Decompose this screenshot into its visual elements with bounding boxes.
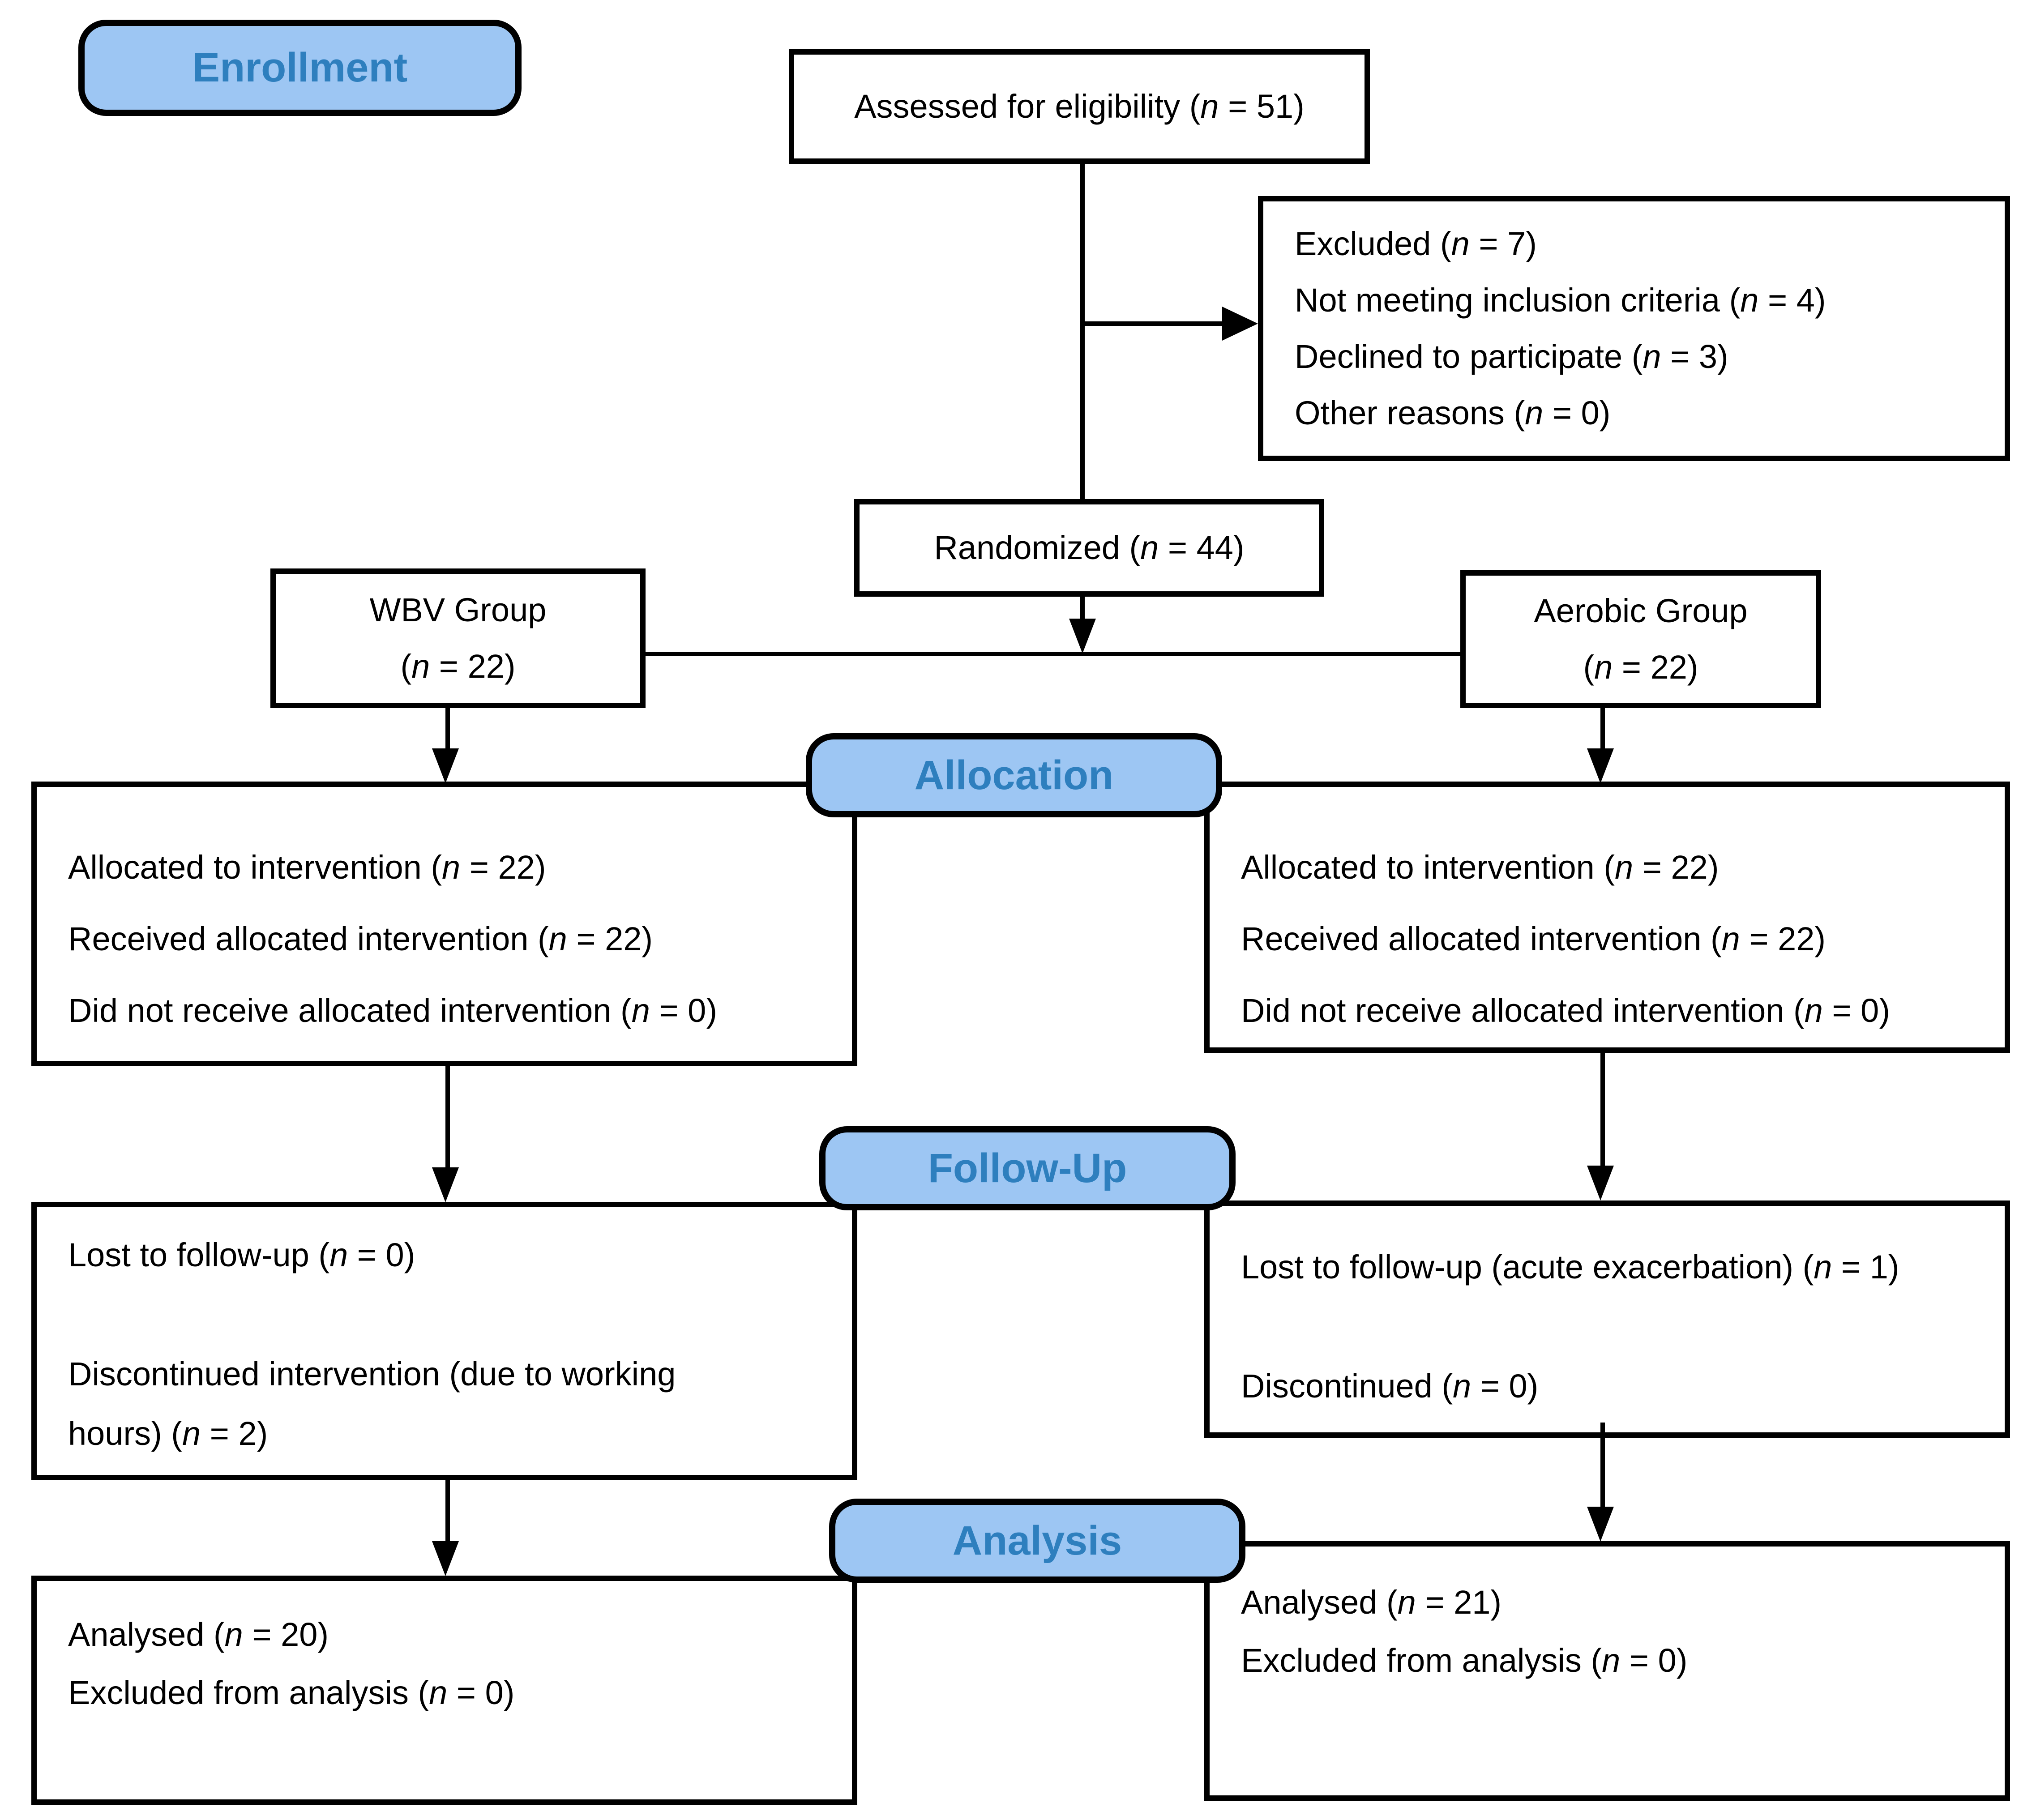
wbv-group-name: WBV Group [369,591,547,629]
aerobic-allocation-line: Received allocated intervention (n = 22) [1241,920,1826,957]
box-assessed-eligibility: Assessed for eligibility (n = 51) [789,49,1370,164]
aerobic-analysis-line: Excluded from analysis (n = 0) [1241,1642,1688,1679]
aerobic-allocation-line: Did not receive allocated intervention (… [1241,991,1890,1029]
line-assessed-to-randomized [1080,164,1085,499]
box-randomized: Randomized (n = 44) [854,499,1324,597]
box-wbv-group: WBV Group (n = 22) [270,568,646,708]
aerobic-group-n: (n = 22) [1583,649,1698,686]
excluded-line: Excluded (n = 7) [1295,225,1537,263]
box-aerobic-allocation: Allocated to intervention (n = 22) Recei… [1204,782,2010,1053]
aerobic-analysis-line: Analysed (n = 21) [1241,1584,1502,1621]
box-aerobic-analysis: Analysed (n = 21) Excluded from analysis… [1204,1541,2010,1801]
arrowhead-wbv-followup [432,1167,459,1202]
line-randomized-down [1080,597,1085,621]
excluded-line: Other reasons (n = 0) [1295,394,1611,432]
aerobic-followup-line: Lost to follow-up (acute exacerbation) (… [1241,1248,1899,1286]
box-excluded: Excluded (n = 7) Not meeting inclusion c… [1258,196,2010,461]
followup-spacer [1241,1297,1987,1356]
line-aerobic-to-analysis [1600,1423,1605,1508]
arrowhead-wbv-analysis [432,1541,459,1576]
aerobic-followup-line: Discontinued (n = 0) [1241,1367,1539,1405]
stage-pill-analysis: Analysis [829,1499,1245,1583]
stage-pill-allocation: Allocation [806,733,1222,817]
wbv-followup-line: Discontinued intervention (due to workin… [68,1355,676,1453]
arrowhead-randomized-split [1069,619,1096,654]
stage-pill-followup: Follow-Up [819,1126,1236,1210]
line-wbv-to-allocation [445,708,450,748]
arrowhead-wbv-allocation [432,748,459,783]
line-aerobic-to-allocation [1600,708,1605,748]
wbv-group-n: (n = 22) [400,648,516,685]
followup-spacer [68,1285,753,1344]
wbv-allocation-line: Received allocated intervention (n = 22) [68,920,653,957]
aerobic-allocation-line: Allocated to intervention (n = 22) [1241,849,1719,886]
aerobic-group-name: Aerobic Group [1534,592,1748,630]
line-wbv-to-followup [445,1066,450,1168]
arrowhead-into-excluded [1222,307,1258,341]
randomized-text: Randomized (n = 44) [934,529,1245,567]
box-wbv-followup: Lost to follow-up (n = 0) Discontinued i… [31,1202,857,1480]
wbv-analysis-line: Excluded from analysis (n = 0) [68,1674,515,1712]
line-branch-to-excluded [1082,321,1230,326]
wbv-allocation-line: Did not receive allocated intervention (… [68,991,717,1029]
arrowhead-aerobic-allocation [1587,748,1614,783]
stage-pill-enrollment: Enrollment [78,20,522,116]
excluded-line: Declined to participate (n = 3) [1295,338,1728,375]
arrowhead-aerobic-analysis [1587,1507,1614,1542]
assessed-text: Assessed for eligibility (n = 51) [854,88,1305,125]
wbv-allocation-line: Allocated to intervention (n = 22) [68,849,546,886]
wbv-followup-line: Lost to follow-up (n = 0) [68,1236,415,1273]
excluded-line: Not meeting inclusion criteria (n = 4) [1295,282,1826,319]
line-group-split [646,652,1460,656]
arrowhead-aerobic-followup [1587,1166,1614,1201]
box-wbv-allocation: Allocated to intervention (n = 22) Recei… [31,782,857,1066]
box-aerobic-followup: Lost to follow-up (acute exacerbation) (… [1204,1201,2010,1438]
box-aerobic-group: Aerobic Group (n = 22) [1460,570,1821,708]
box-wbv-analysis: Analysed (n = 20) Excluded from analysis… [31,1576,857,1805]
wbv-analysis-line: Analysed (n = 20) [68,1616,329,1653]
line-aerobic-to-followup [1600,1047,1605,1166]
line-wbv-to-analysis [445,1480,450,1542]
